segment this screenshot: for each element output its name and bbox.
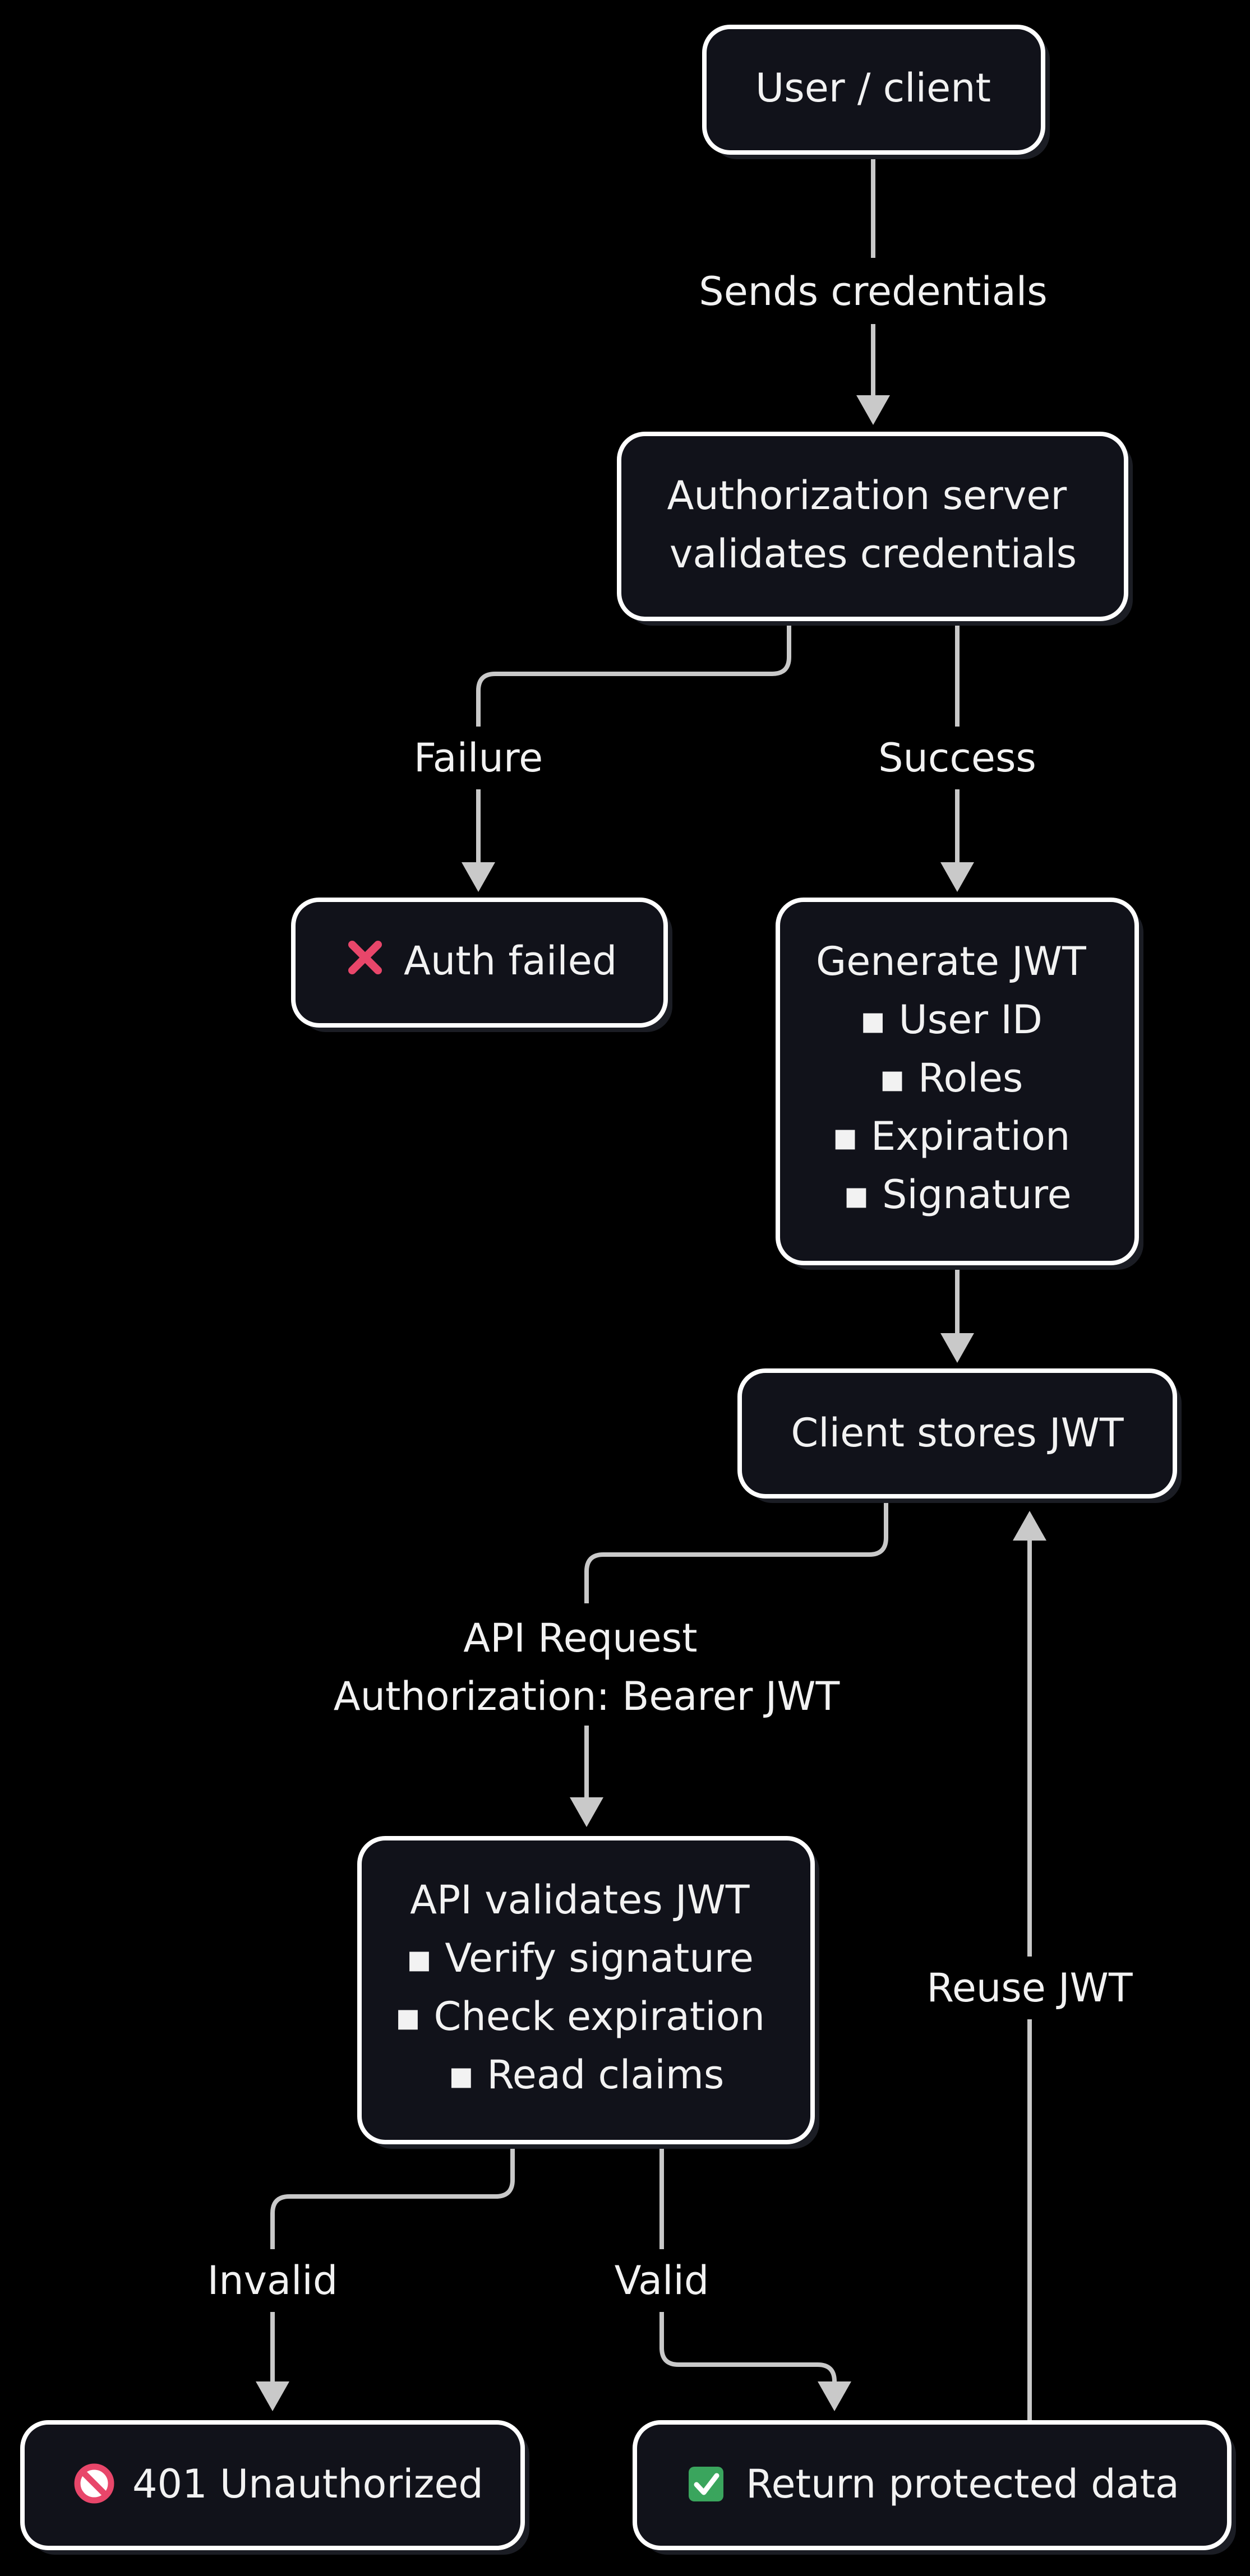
- edge-label-background: [192, 2249, 353, 2312]
- node-label-text: 401 Unauthorized: [132, 2461, 483, 2507]
- node-return-protected-data[interactable]: Return protected data: [633, 2420, 1236, 2555]
- edge-line: [476, 618, 791, 862]
- edge-failure: Failure: [393, 618, 791, 892]
- node-box: [737, 1368, 1177, 1499]
- arrowhead: [818, 2381, 851, 2411]
- node-label-line: ▪ Read claims: [448, 2052, 725, 2098]
- arrowhead: [856, 395, 890, 425]
- edge-line: [270, 2143, 515, 2381]
- node-label: API validates JWT ▪ Verify signature ▪ C…: [395, 1877, 777, 2098]
- node-label-line: ▪ Signature: [843, 1172, 1071, 1218]
- node-label-line: User / client: [755, 65, 991, 111]
- node-auth-failed[interactable]: Auth failed: [291, 898, 672, 1032]
- edge-label-background: [690, 258, 1057, 324]
- node-box: [357, 1836, 815, 2144]
- node-label-line: ▪ User ID: [860, 997, 1043, 1043]
- arrowhead: [940, 862, 974, 892]
- node-label: Auth failed: [404, 938, 617, 984]
- arrowhead: [570, 1797, 603, 1827]
- edge-label-background: [393, 727, 564, 789]
- node-authorization-server[interactable]: Authorization server validates credentia…: [617, 432, 1133, 626]
- check-mark-icon: [689, 2467, 723, 2501]
- edge-label-line: API Request: [463, 1615, 697, 1661]
- edge-label: Invalid: [207, 2258, 338, 2304]
- node-label-line: API validates JWT: [410, 1877, 750, 1923]
- edge-success: Success: [864, 618, 1051, 892]
- edge-label-line: Invalid: [207, 2258, 338, 2304]
- edge-label-line: Valid: [615, 2258, 709, 2304]
- node-api-validates-jwt[interactable]: API validates JWT ▪ Verify signature ▪ C…: [357, 1836, 819, 2149]
- nodes-layer: User / client Authorization server valid…: [20, 25, 1236, 2555]
- node-box: [617, 432, 1128, 621]
- node-label-line: ▪ Verify signature: [406, 1935, 754, 1981]
- node-box: [633, 2420, 1231, 2550]
- edge-label-line: Sends credentials: [699, 269, 1047, 315]
- edge-valid: Valid: [594, 2143, 851, 2411]
- node-label-line: ▪ Check expiration: [395, 1994, 765, 2039]
- edge-label-line: Success: [878, 735, 1036, 781]
- node-label-line: Authorization server: [667, 473, 1067, 519]
- edge-sends-credentials: Sends credentials: [690, 155, 1057, 425]
- node-box: [20, 2420, 525, 2550]
- node-label-text: Auth failed: [404, 938, 617, 984]
- node-label: 401 Unauthorized: [132, 2461, 483, 2507]
- node-label-line: ▪ Roles: [879, 1055, 1023, 1101]
- arrowhead: [256, 2381, 289, 2411]
- edge-label-background: [320, 1603, 854, 1726]
- node-401-unauthorized[interactable]: 401 Unauthorized: [20, 2420, 529, 2555]
- edge-label: Sends credentials: [699, 269, 1047, 315]
- cross-mark-icon: [348, 941, 382, 974]
- edge-jwt-to-storage: [940, 1263, 974, 1363]
- prohibited-icon: [74, 2463, 114, 2504]
- edge-label-line: Reuse JWT: [926, 1965, 1133, 2011]
- edge-label-line: Authorization: Bearer JWT: [334, 1673, 840, 1719]
- edge-label: API Request Authorization: Bearer JWT: [334, 1615, 840, 1719]
- edge-label: Failure: [414, 735, 543, 781]
- edge-label: Valid: [615, 2258, 709, 2304]
- edge-reuse-jwt: Reuse JWT: [914, 1511, 1145, 2421]
- node-label-text: Return protected data: [746, 2461, 1179, 2507]
- node-box: [776, 898, 1139, 1265]
- edge-label-background: [864, 727, 1051, 789]
- edge-label: Success: [878, 735, 1036, 781]
- arrowhead: [1013, 1511, 1046, 1541]
- edge-label: Reuse JWT: [926, 1965, 1133, 2011]
- node-label: Return protected data: [746, 2461, 1179, 2507]
- node-label: Authorization server validates credentia…: [667, 473, 1080, 577]
- arrowhead: [462, 862, 495, 892]
- edge-line: [659, 2143, 837, 2382]
- node-box: [702, 25, 1045, 155]
- node-user-client[interactable]: User / client: [702, 25, 1050, 159]
- node-label: Generate JWT ▪ User ID ▪ Roles ▪ Expirat…: [816, 938, 1099, 1218]
- edge-label-background: [594, 2249, 729, 2312]
- node-box: [291, 898, 668, 1028]
- node-label-line: validates credentials: [670, 531, 1077, 577]
- node-label-line: Generate JWT: [816, 938, 1086, 984]
- edge-label-background: [914, 1957, 1145, 2019]
- node-generate-jwt[interactable]: Generate JWT ▪ User ID ▪ Roles ▪ Expirat…: [776, 898, 1143, 1270]
- node-client-stores-jwt[interactable]: Client stores JWT: [737, 1368, 1182, 1503]
- node-label-line: ▪ Expiration: [832, 1113, 1070, 1159]
- edge-api-request: API Request Authorization: Bearer JWT: [320, 1501, 888, 1827]
- edge-invalid: Invalid: [192, 2143, 515, 2411]
- node-label-line: Client stores JWT: [791, 1410, 1124, 1456]
- edges-layer: Sends credentials Failure Success: [192, 155, 1145, 2421]
- edge-line: [584, 1501, 888, 1797]
- node-label: Client stores JWT: [791, 1410, 1124, 1456]
- arrowhead: [940, 1333, 974, 1363]
- node-label: User / client: [755, 65, 991, 111]
- edge-label-line: Failure: [414, 735, 543, 781]
